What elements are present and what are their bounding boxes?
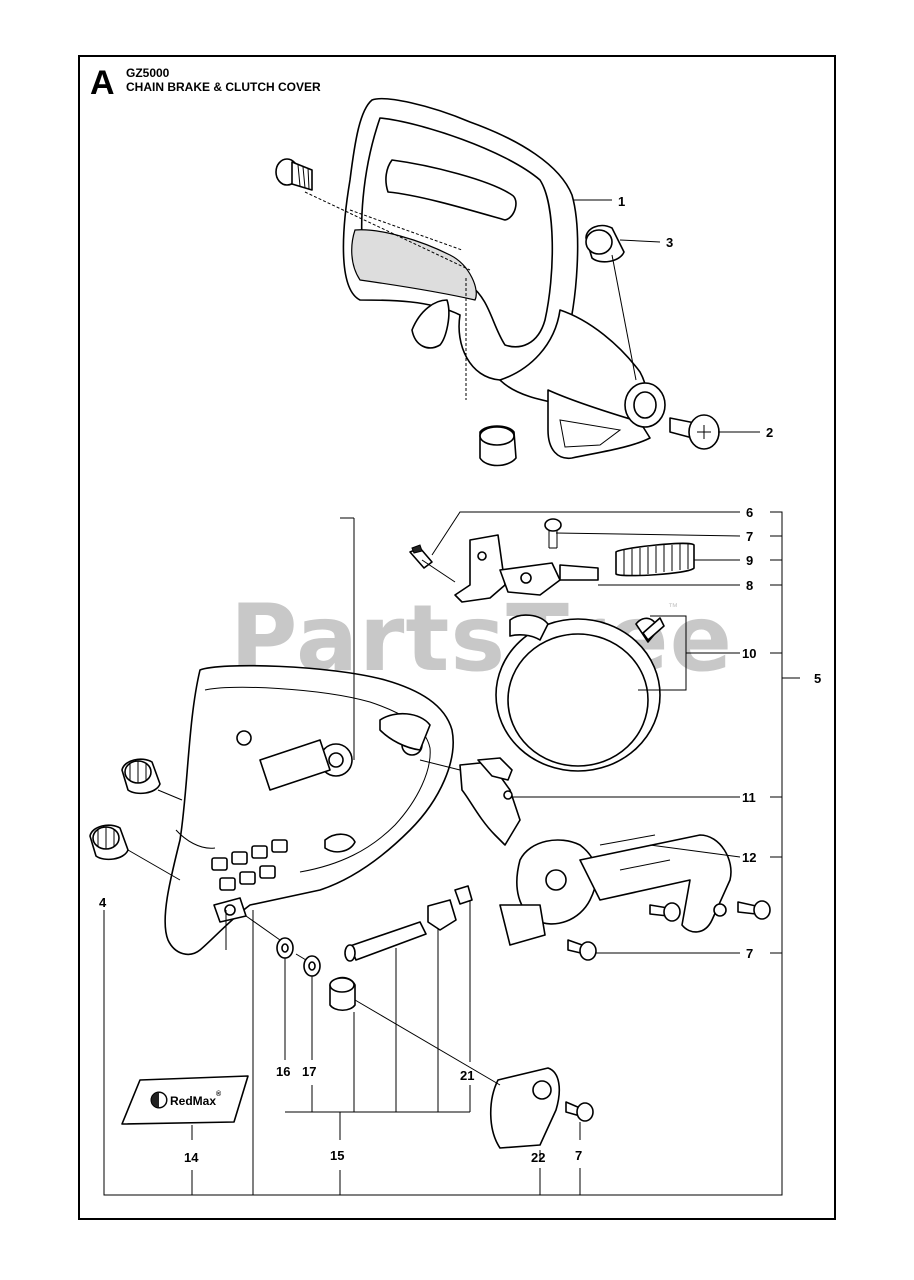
callout-3: 3: [666, 235, 673, 250]
callout-11: 11: [742, 790, 756, 805]
decal-mark: ®: [216, 1090, 222, 1098]
callout-17: 17: [302, 1064, 316, 1079]
callout-1: 1: [618, 194, 625, 209]
part-brake-shield-12: [499, 834, 732, 946]
callout-6: 6: [746, 505, 753, 520]
part-screw-7-mid: [567, 939, 597, 961]
part-brake-lever-8: [454, 534, 599, 603]
diagram-frame: [78, 55, 836, 1220]
callout-14: 14: [184, 1150, 199, 1165]
leader-lines: [103, 199, 800, 1196]
part-screw-2: [669, 414, 720, 450]
callout-10: 10: [742, 646, 756, 661]
callout-9: 9: [746, 553, 753, 568]
callout-2: 2: [766, 425, 773, 440]
part-tensioner-15: [245, 885, 473, 1012]
part-brake-band-10: [495, 614, 665, 772]
part-brake-spring-pin-6: [409, 544, 456, 583]
callout-7-bottom: 7: [575, 1148, 582, 1163]
callout-8: 8: [746, 578, 753, 593]
model-number: GZ5000: [126, 66, 170, 80]
part-decal-14: RedMax ®: [121, 1075, 249, 1125]
part-cap-22: [489, 1067, 594, 1149]
decal-brand: RedMax: [170, 1094, 216, 1108]
part-chain-brake-handle: [304, 97, 651, 459]
part-screw-7-top: [544, 518, 562, 549]
callout-4: 4: [99, 895, 107, 910]
callout-labels: 1 3 2 6 7 9 8 10 5 11 12 4 7 16 17 21 14…: [99, 194, 821, 1165]
part-spring-9: [615, 542, 695, 577]
callout-5: 5: [814, 671, 821, 686]
callout-7-top: 7: [746, 529, 753, 544]
callout-12: 12: [742, 850, 756, 865]
watermark-trademark: ™: [668, 602, 678, 613]
callout-22: 22: [531, 1150, 545, 1165]
part-pivot-ring: [611, 254, 666, 428]
part-bushing-3: [585, 224, 625, 263]
part-handle-screw: [275, 158, 313, 191]
diagram-title: CHAIN BRAKE & CLUTCH COVER: [126, 80, 321, 94]
part-clutch-cover: [164, 664, 461, 956]
section-letter: A: [90, 64, 115, 102]
part-brake-catch-11: [459, 757, 521, 846]
part-bushing-lower: [479, 425, 517, 467]
part-nut-4: [89, 758, 183, 881]
callout-16: 16: [276, 1064, 290, 1079]
callout-7-mid: 7: [746, 946, 753, 961]
callout-15: 15: [330, 1148, 344, 1163]
part-screw-7-right: [649, 900, 771, 922]
callout-21: 21: [460, 1068, 474, 1083]
